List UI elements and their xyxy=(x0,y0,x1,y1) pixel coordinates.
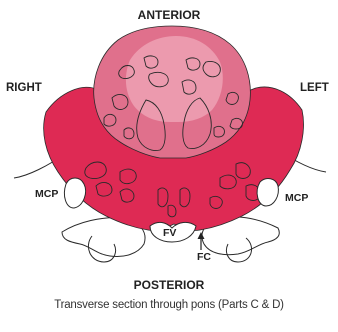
anterior-label: ANTERIOR xyxy=(0,9,338,21)
mcp-left-label: MCP xyxy=(285,193,308,204)
mcp-right-outline xyxy=(64,178,85,208)
figure-caption: Transverse section through pons (Parts C… xyxy=(0,299,338,311)
right-label: RIGHT xyxy=(6,83,42,95)
fv-label: FV xyxy=(163,228,176,239)
posterior-label: POSTERIOR xyxy=(0,279,338,291)
mcp-left-outline xyxy=(257,179,278,206)
fc-label: FC xyxy=(197,252,211,263)
basilar-pons-central xyxy=(126,36,223,122)
mcp-right-label: MCP xyxy=(35,189,58,200)
left-label: LEFT xyxy=(300,83,329,95)
